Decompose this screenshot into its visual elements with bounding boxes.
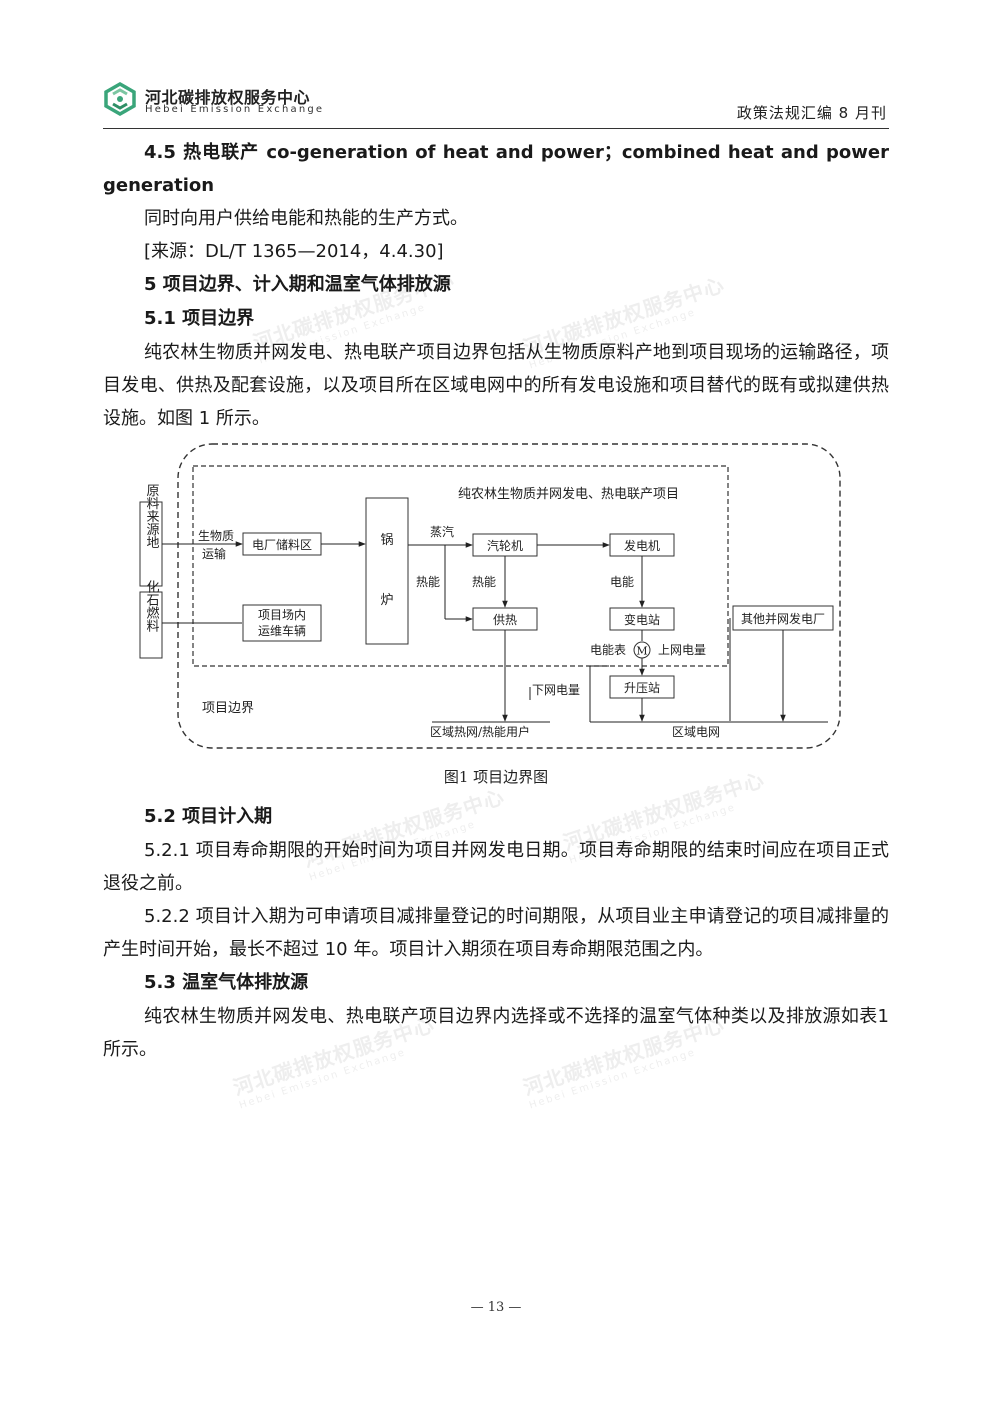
section-5-3-heading: 5.3 温室气体排放源 bbox=[144, 972, 309, 993]
section-5-3-paragraph: 纯农林生物质并网发电、热电联产项目边界内选择或不选择的温室气体种类以及排放源如表… bbox=[103, 1006, 889, 1060]
page-number: — 13 — bbox=[470, 1300, 522, 1315]
boiler-box bbox=[365, 497, 409, 645]
onsite-vehicles-label-line2: 运维车辆 bbox=[258, 623, 306, 638]
onsite-vehicles-box bbox=[242, 604, 322, 642]
project-boundary-outline bbox=[177, 443, 841, 749]
project-inner-boundary bbox=[192, 465, 729, 667]
section-5-2-heading: 5.2 项目计入期 bbox=[144, 806, 273, 827]
hebei-emission-exchange-logo-icon bbox=[104, 82, 136, 116]
district-heat-users-label: 区域热网/热能用户 bbox=[430, 724, 530, 739]
fossil-fuel-label: 化石燃料 bbox=[144, 580, 160, 632]
section-5-1-heading: 5.1 项目边界 bbox=[144, 308, 255, 329]
section-5-2-1-paragraph: 5.2.1 项目寿命期限的开始时间为项目并网发电日期。项目寿命期限的结束时间应在… bbox=[103, 840, 889, 894]
heat-energy-label-right: 热能 bbox=[472, 575, 496, 589]
onsite-vehicles-label-line1: 项目场内 bbox=[258, 608, 306, 622]
other-grid-plants-label: 其他并网发电厂 bbox=[741, 611, 825, 626]
grid-supply-label: 上网电量 bbox=[658, 643, 706, 657]
biomass-transport-label-line1: 生物质 bbox=[198, 529, 234, 543]
boiler-label-line1: 锅 bbox=[380, 532, 393, 548]
section-5-heading: 5 项目边界、计入期和温室气体排放源 bbox=[144, 274, 451, 295]
steam-label: 蒸汽 bbox=[430, 524, 454, 539]
publication-name: 政策法规汇编 8 月刊 bbox=[736, 104, 887, 122]
grid-import-label: 下网电量 bbox=[532, 683, 580, 697]
section-4-5-heading: 4.5 热电联产 co-generation of heat and power… bbox=[103, 142, 889, 196]
regional-grid-label: 区域电网 bbox=[672, 725, 720, 739]
organization-name-english: Hebei Emission Exchange bbox=[145, 104, 325, 115]
other-grid-plants-box bbox=[732, 605, 834, 631]
raw-material-source-label: 原料来源地 bbox=[144, 484, 160, 549]
step-up-station-label: 升压站 bbox=[624, 681, 660, 695]
figure-caption: 图1 项目边界图 bbox=[443, 768, 549, 786]
organization-name-chinese: 河北碳排放权服务中心 bbox=[145, 88, 311, 107]
heat-energy-label-left: 热能 bbox=[416, 575, 440, 589]
project-boundary-diagram: 纯农林生物质并网发电、热电联产项目 项目边界 原料来源地 化石燃料 生物质 运输… bbox=[139, 443, 841, 749]
diagram-connectors bbox=[162, 541, 786, 722]
substation-label: 变电站 bbox=[624, 612, 660, 627]
biomass-transport-label-line2: 运输 bbox=[202, 546, 226, 561]
boiler-label-line2: 炉 bbox=[380, 593, 393, 608]
section-4-5-source: [来源：DL/T 1365—2014，4.4.30] bbox=[144, 241, 444, 262]
section-4-5-definition: 同时向用户供给电能和热能的生产方式。 bbox=[144, 208, 468, 229]
energy-meter-symbol: M bbox=[636, 645, 647, 658]
section-5-1-paragraph: 纯农林生物质并网发电、热电联产项目边界包括从生物质原料产地到项目现场的运输路径，… bbox=[103, 342, 889, 429]
inner-project-title: 纯农林生物质并网发电、热电联产项目 bbox=[458, 486, 679, 502]
generator-label: 发电机 bbox=[624, 538, 660, 553]
section-5-2-2-paragraph: 5.2.2 项目计入期为可申请项目减排量登记的时间期限，从项目业主申请登记的项目… bbox=[103, 906, 889, 960]
fossil-fuel-box bbox=[139, 591, 163, 659]
heating-label: 供热 bbox=[493, 613, 517, 627]
steam-turbine-label: 汽轮机 bbox=[487, 538, 523, 553]
page-header: 河北碳排放权服务中心 Hebei Emission Exchange 政策法规汇… bbox=[103, 80, 889, 129]
electricity-label: 电能 bbox=[610, 575, 634, 589]
boundary-label: 项目边界 bbox=[202, 701, 254, 716]
plant-storage-label: 电厂储料区 bbox=[252, 537, 312, 552]
energy-meter-label: 电能表 bbox=[590, 643, 626, 657]
